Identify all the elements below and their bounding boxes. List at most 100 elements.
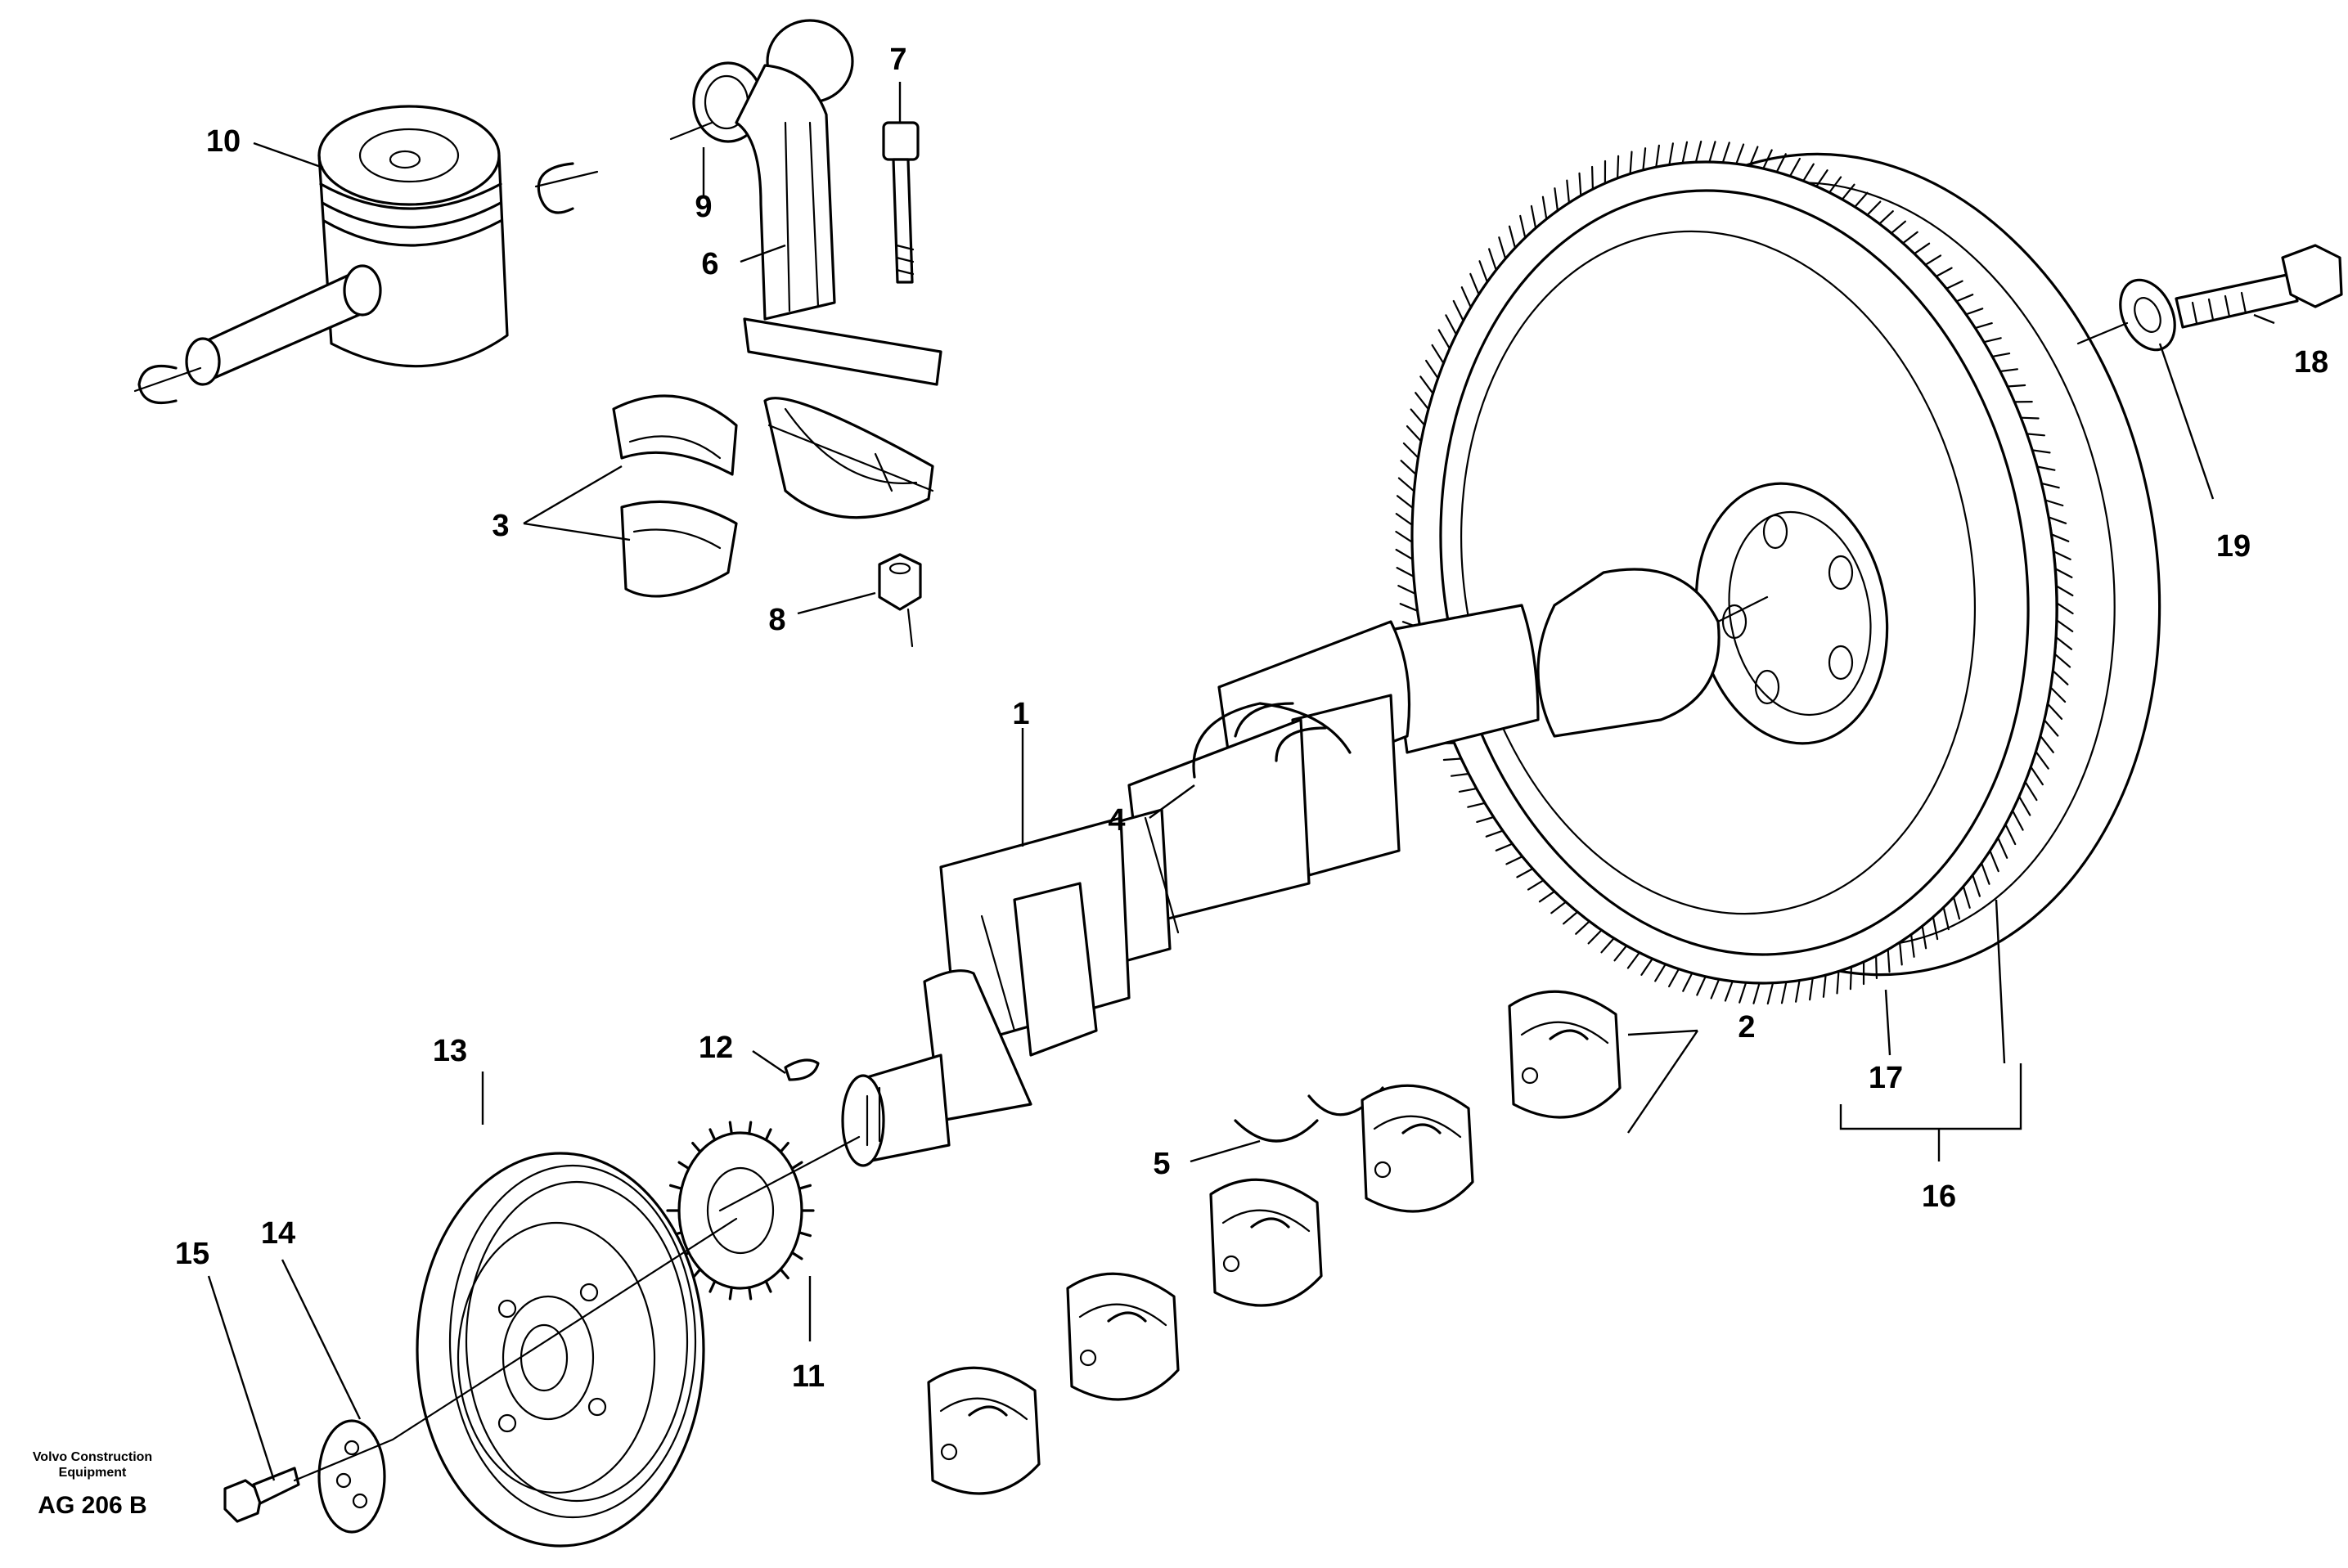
ring-gear-tooth xyxy=(2055,602,2074,615)
bearing-shell xyxy=(1066,1272,1180,1401)
ring-gear-tooth xyxy=(1721,142,1730,164)
ring-gear-tooth xyxy=(1836,970,1840,995)
ring-gear-tooth xyxy=(1469,272,1480,296)
crank-gear-tooth xyxy=(748,1121,753,1135)
callout-19: 19 xyxy=(2216,529,2251,564)
footer-company-line1: Volvo Construction xyxy=(33,1450,152,1464)
leader-lines xyxy=(207,82,2275,1481)
ring-gear-tooth xyxy=(1780,981,1788,1004)
ring-gear-tooth xyxy=(1899,941,1903,966)
bearing-shell-oil-hole xyxy=(1222,1255,1240,1273)
ring-gear-tooth xyxy=(1875,955,1878,980)
ring-gear-tooth xyxy=(2052,670,2069,685)
ring-gear-tooth xyxy=(1655,144,1660,168)
crank-gear-tooth xyxy=(728,1121,733,1135)
pulley-washer xyxy=(317,1419,386,1534)
ring-gear-tooth xyxy=(1982,337,2002,344)
ring-gear-tooth xyxy=(1399,603,1419,612)
crank-gear-tooth xyxy=(708,1128,717,1142)
ring-gear-tooth xyxy=(1541,195,1548,220)
crankshaft-gear xyxy=(666,1121,815,1301)
crank-gear-tooth xyxy=(677,1161,690,1170)
crank-gear-tooth xyxy=(708,1279,717,1293)
ring-gear-tooth xyxy=(1396,567,1415,577)
ring-gear-tooth xyxy=(2030,766,2044,786)
ring-gear-tooth xyxy=(1724,980,1734,1002)
ring-gear-tooth xyxy=(1739,982,1748,1004)
ring-gear-tooth xyxy=(1415,392,1430,411)
bearing-shell-groove xyxy=(1401,1123,1442,1134)
ring-gear-tooth xyxy=(2048,516,2067,524)
ring-gear-tooth xyxy=(1748,146,1759,167)
ring-gear-tooth xyxy=(1942,906,1950,931)
ring-gear-tooth xyxy=(2017,795,2031,816)
ring-gear-tooth xyxy=(1668,968,1680,988)
connecting-rod-cap xyxy=(763,397,934,519)
ring-gear-tooth xyxy=(1822,974,1827,998)
ring-gear-tooth xyxy=(1488,248,1497,272)
ring-gear-tooth xyxy=(1802,163,1815,182)
ring-gear-tooth xyxy=(1668,142,1674,166)
crank-gear-tooth xyxy=(748,1286,753,1301)
ring-gear-tooth xyxy=(1681,141,1689,164)
footer-company-line2: Equipment xyxy=(59,1466,127,1480)
ring-gear-tooth xyxy=(2004,823,2017,846)
bearing-shell-edge xyxy=(1221,1209,1311,1233)
thrust-washers-lower xyxy=(1234,1086,1384,1143)
ring-gear-tooth xyxy=(1498,236,1507,260)
conrod-bearing-shells xyxy=(612,394,738,598)
bearing-shell-groove xyxy=(1107,1311,1147,1323)
ring-gear-tooth xyxy=(1999,368,2018,373)
ring-gear-tooth xyxy=(2053,653,2071,668)
ring-gear-tooth xyxy=(1945,280,1963,290)
bearing-shell xyxy=(1361,1084,1474,1213)
bearing-shell xyxy=(927,1366,1041,1495)
ring-gear-tooth xyxy=(2050,533,2070,542)
ring-gear-tooth xyxy=(1478,260,1488,283)
ring-gear-tooth xyxy=(2039,735,2054,753)
ring-gear-tooth xyxy=(1924,254,1942,266)
conrod-nut xyxy=(878,553,922,648)
bearing-shell xyxy=(1508,990,1622,1119)
bearing-shell-oil-hole xyxy=(1374,1161,1392,1179)
ring-gear-tooth xyxy=(1460,286,1472,308)
ring-gear-tooth xyxy=(1952,896,1961,920)
ring-gear-tooth xyxy=(1854,191,1869,209)
bearing-shell-groove xyxy=(968,1405,1008,1417)
ring-gear-tooth xyxy=(1921,925,1927,950)
ring-gear-tooth xyxy=(1809,977,1814,1001)
ring-gear-tooth xyxy=(1762,149,1773,170)
ring-gear-tooth xyxy=(1451,772,1470,777)
bearing-shell-edge xyxy=(1373,1115,1462,1139)
ring-gear-tooth xyxy=(2053,568,2073,578)
ring-gear-tooth xyxy=(1538,890,1556,903)
bearing-shell-oil-hole xyxy=(940,1443,958,1461)
callout-labels: 1 2 3 4 5 6 7 8 9 10 11 12 13 14 15 16 1… xyxy=(175,43,2328,1394)
callout-15: 15 xyxy=(175,1237,209,1271)
bearing-shell-edge xyxy=(1520,1021,1609,1045)
crankshaft xyxy=(841,568,1721,1167)
ring-gear-tooth xyxy=(1458,788,1478,793)
callout-8: 8 xyxy=(768,603,785,637)
ring-gear-tooth xyxy=(1437,329,1451,350)
ring-gear-tooth xyxy=(1554,187,1559,212)
drawing-footer: Volvo Construction Equipment AG 206 B xyxy=(33,1450,152,1519)
ring-gear-tooth xyxy=(1890,220,1906,235)
crank-gear-tooth xyxy=(764,1128,772,1142)
callout-12: 12 xyxy=(699,1031,733,1065)
bearing-shell-oil-hole xyxy=(1079,1349,1097,1367)
pulley-bolt xyxy=(223,1467,300,1523)
flywheel-bolt xyxy=(2175,244,2343,329)
ring-gear-tooth xyxy=(1991,353,2011,357)
ring-gear-tooth xyxy=(2031,449,2051,454)
callout-4: 4 xyxy=(1108,803,1125,838)
circlip-left xyxy=(133,364,202,405)
ring-gear-tooth xyxy=(2053,550,2071,560)
ring-gear-tooth xyxy=(1902,231,1918,245)
ring-gear-tooth xyxy=(1575,920,1590,935)
ring-gear-tooth xyxy=(1396,495,1415,510)
ring-gear-tooth xyxy=(1997,837,2008,859)
ring-gear-tooth xyxy=(1578,172,1582,197)
ring-gear-tooth xyxy=(1410,408,1426,426)
